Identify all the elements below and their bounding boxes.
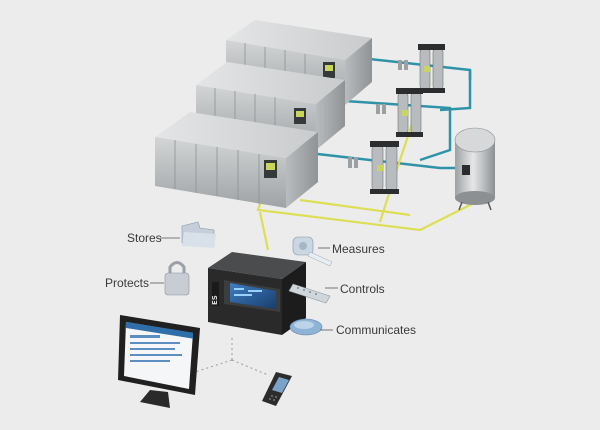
computer-monitor-icon xyxy=(118,315,200,408)
compressor-unit-front xyxy=(155,112,318,208)
air-receiver-tank xyxy=(454,127,496,211)
label-controls: Controls xyxy=(340,282,385,296)
folder-icon xyxy=(160,221,216,248)
dryer-front xyxy=(348,141,399,194)
mobile-phone-icon xyxy=(262,372,292,406)
controller-unit xyxy=(208,252,306,335)
air-pipes xyxy=(299,56,472,170)
padlock-icon xyxy=(150,261,190,296)
network-lines xyxy=(194,338,269,376)
label-measures: Measures xyxy=(332,242,385,256)
label-communicates: Communicates xyxy=(336,323,417,337)
dryer-units xyxy=(348,44,445,194)
remote-control-icon xyxy=(288,283,338,304)
label-protects: Protects xyxy=(105,276,150,290)
label-stores: Stores xyxy=(127,231,162,245)
dryer-middle xyxy=(376,88,423,137)
handheld-device-icon xyxy=(289,318,333,336)
dryer-back xyxy=(398,44,445,93)
tape-measure-icon xyxy=(292,236,333,267)
controller-brand: ES xyxy=(211,295,219,305)
